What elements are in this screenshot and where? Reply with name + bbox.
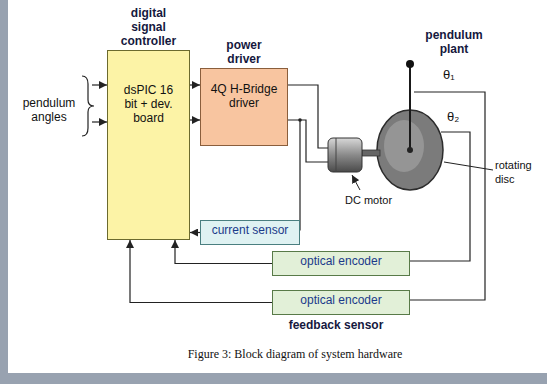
motor-shaft <box>362 150 380 156</box>
disc-axis <box>407 147 413 153</box>
sensor-line <box>400 132 470 261</box>
box-text: optical encoder <box>273 291 409 309</box>
connector <box>190 84 200 85</box>
sense-wire <box>290 120 300 230</box>
pendulum-bob <box>406 60 414 68</box>
motor-wire <box>288 120 328 162</box>
box-heading: power driver <box>217 38 271 66</box>
leader-line <box>352 175 360 190</box>
dc-motor <box>328 138 362 172</box>
box-text: current sensor <box>201 221 299 239</box>
box-heading: digital signal controller <box>113 6 185 48</box>
controller-box: digital signal controllerdsPIC 16 bit + … <box>107 50 190 240</box>
input-arrow <box>92 84 107 85</box>
encoder-box: optical encoder <box>272 290 410 315</box>
box-text: optical encoder <box>273 252 409 270</box>
motor-band <box>336 138 337 172</box>
driver-box: power driver4Q H-Bridge driver <box>200 68 288 146</box>
connector <box>190 232 200 233</box>
disc-highlight <box>384 120 424 172</box>
box-text: dsPIC 16 bit + dev. board <box>117 51 181 125</box>
sensor-box: current sensor <box>200 220 300 245</box>
part-label: DC motor <box>345 193 392 207</box>
connector <box>130 240 272 303</box>
junction-dot <box>298 118 302 122</box>
box-text: 4Q H-Bridge driver <box>208 69 280 110</box>
signal-label: pendulum angles <box>18 96 80 124</box>
leader-line <box>444 162 493 170</box>
input-arrow <box>92 121 107 122</box>
angle-symbol: θ₂ <box>447 110 459 124</box>
section-heading: feedback sensor <box>272 318 400 332</box>
part-label: rotating disc <box>495 158 541 186</box>
section-heading: pendulum plant <box>418 28 490 56</box>
motor-wire <box>288 85 328 148</box>
connector <box>190 119 200 120</box>
angle-symbol: θ₁ <box>443 68 455 82</box>
pendulum-rod <box>409 66 411 150</box>
sensor-line <box>400 92 485 300</box>
encoder-box: optical encoder <box>272 251 410 276</box>
figure-caption: Figure 3: Block diagram of system hardwa… <box>140 347 450 361</box>
